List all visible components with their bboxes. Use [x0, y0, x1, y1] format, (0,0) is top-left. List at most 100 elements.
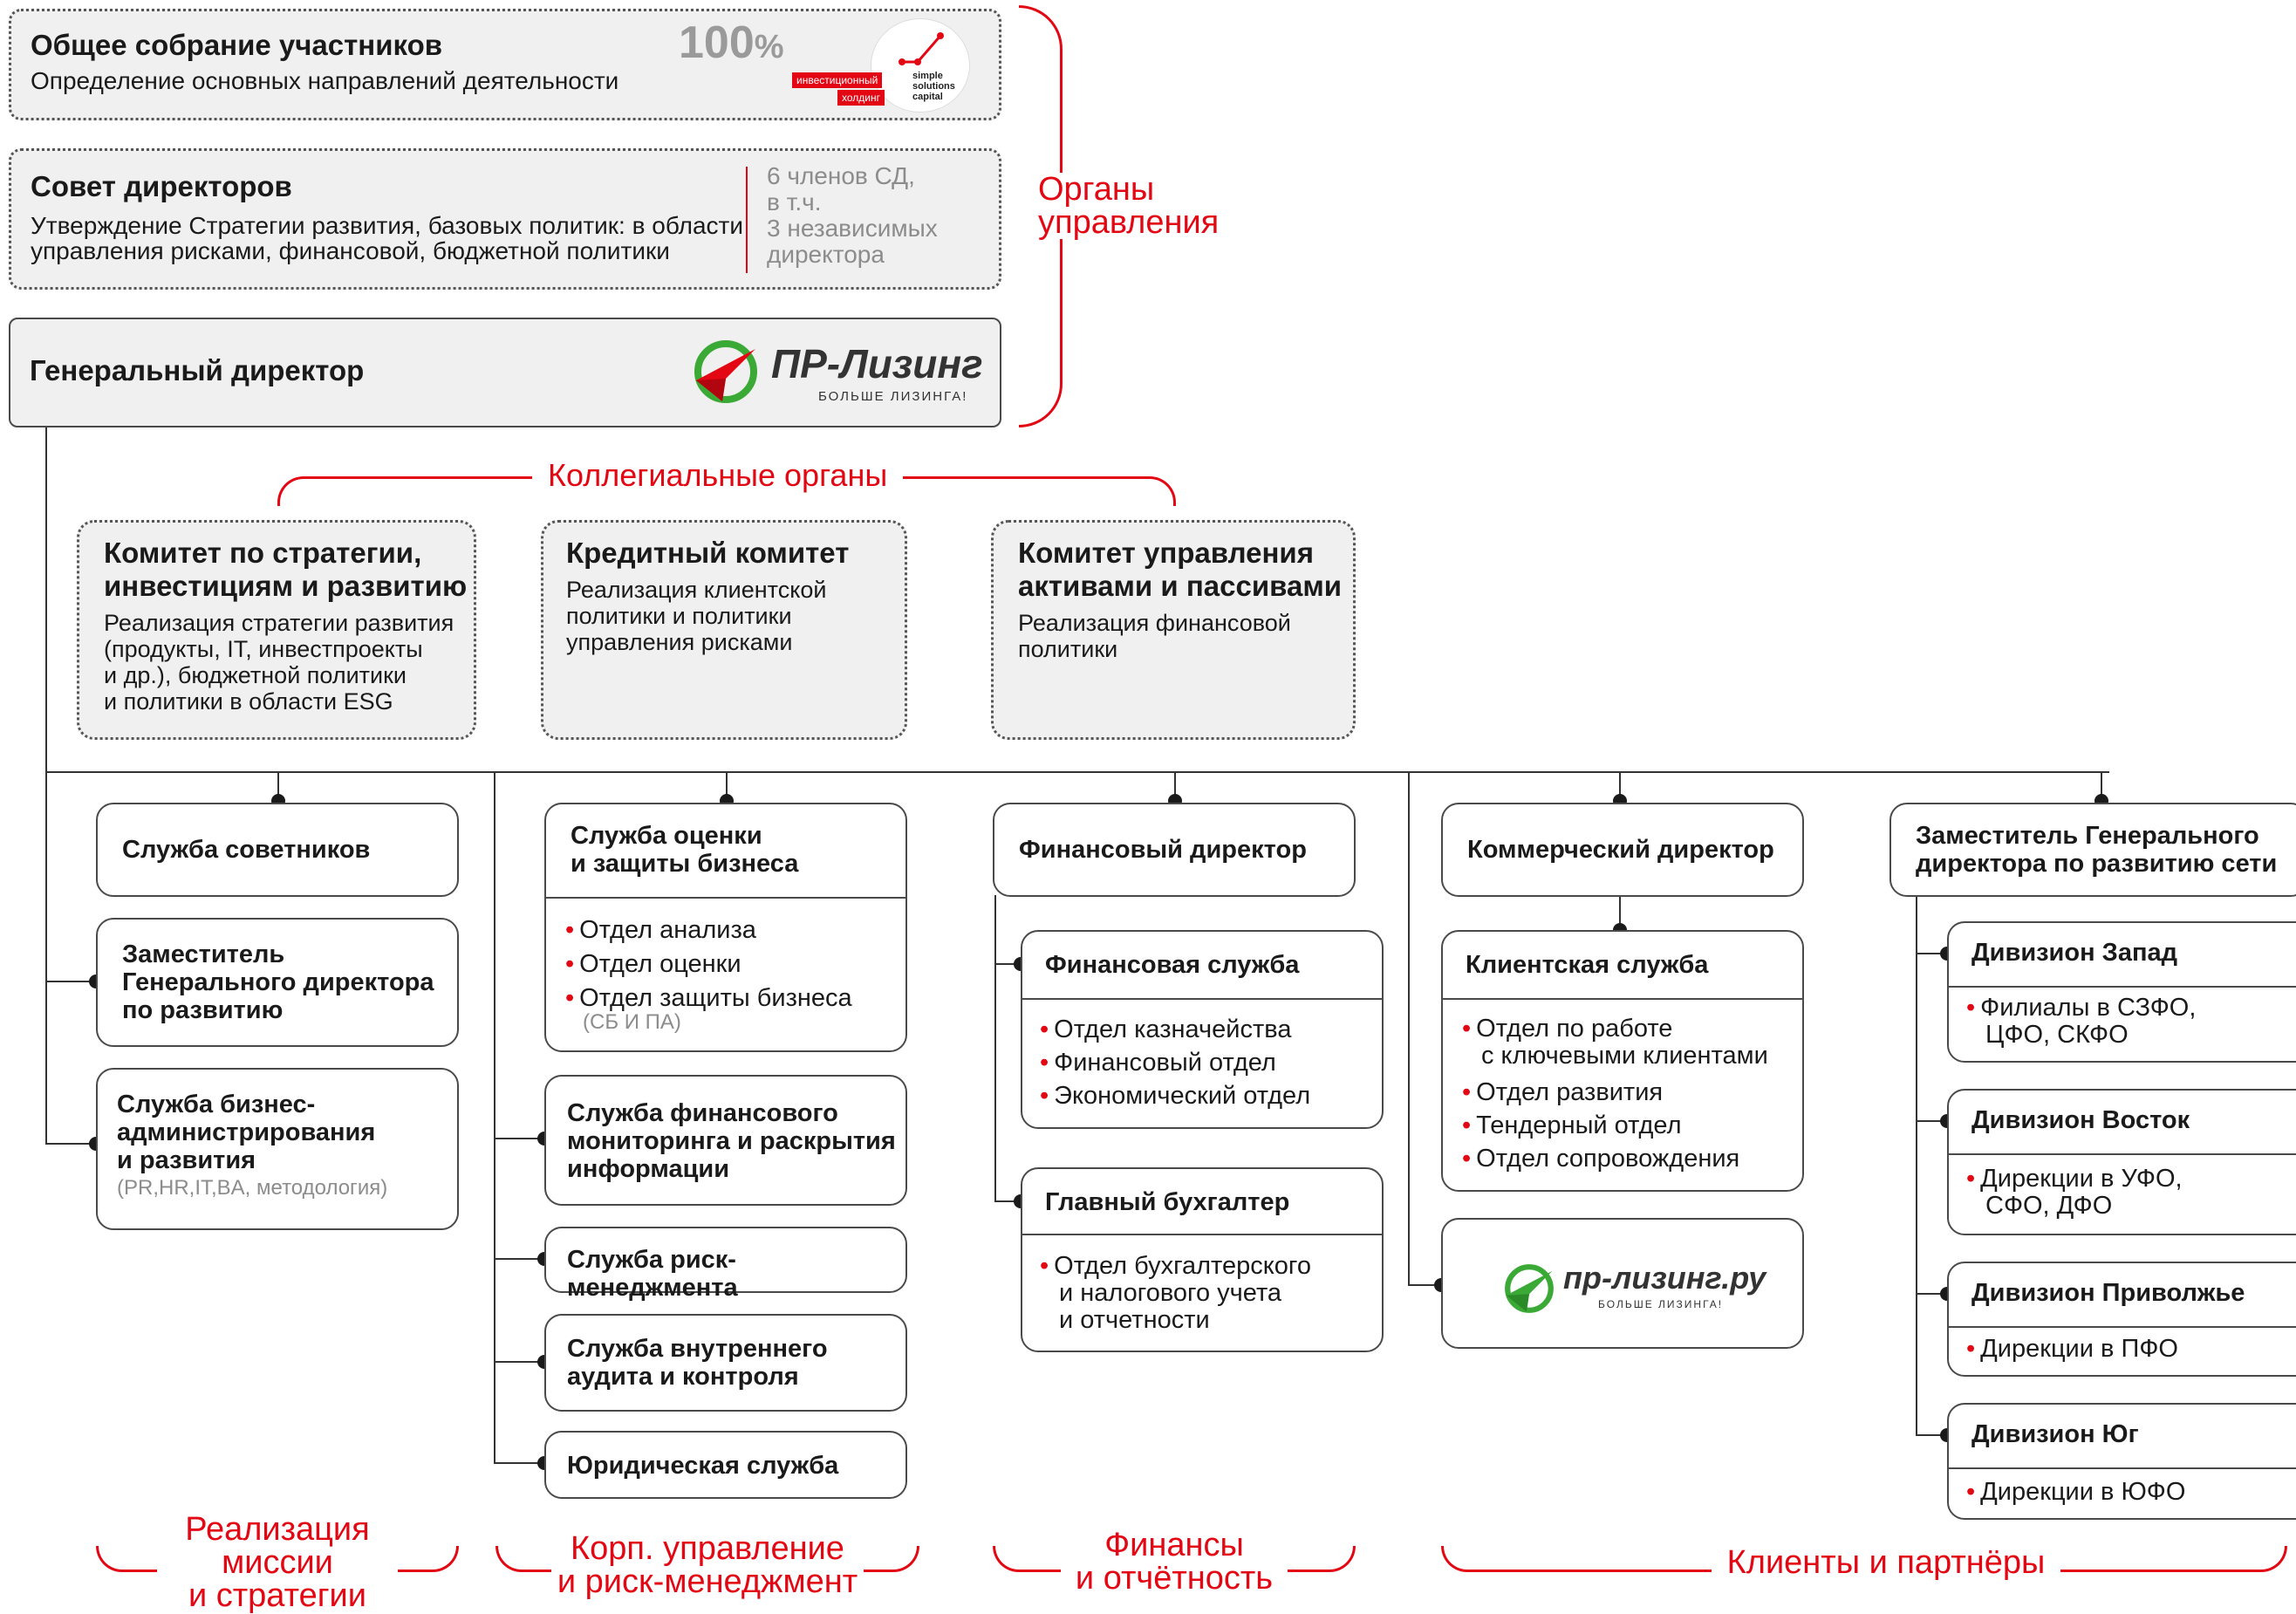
division-volga-item: •Дирекции в ПФО — [1966, 1335, 2178, 1363]
finance-item-finance: •Финансовый отдел — [1040, 1049, 1276, 1077]
board-note: 6 членов СД, в т.ч. 3 независимых директ… — [767, 162, 938, 268]
advisors-box: Служба советников — [96, 803, 459, 897]
chief-accountant-title: Главный бухгалтер — [1045, 1188, 1290, 1216]
deputy-development-box: Заместитель Генерального директора по ра… — [96, 918, 459, 1047]
ceo-trunk-line — [45, 427, 47, 1143]
board-desc-2: управления рисками, финансовой, бюджетно… — [31, 237, 670, 264]
finance-item-economic: •Экономический отдел — [1040, 1082, 1311, 1110]
division-south-item: •Дирекции в ЮФО — [1966, 1478, 2186, 1506]
governance-label: Органы управления — [1035, 173, 1223, 239]
division-south-box: Дивизион Юг •Дирекции в ЮФО — [1947, 1403, 2296, 1520]
division-east-title: Дивизион Восток — [1971, 1106, 2190, 1134]
col5-south-connector — [1916, 1434, 1947, 1436]
col3-accountant-connector — [994, 1200, 1021, 1202]
board-of-directors-box: Совет директоров Утверждение Стратегии р… — [9, 148, 1001, 290]
ceo-box: Генеральный директор ПР-Лизинг БОЛЬШЕ ЛИ… — [9, 318, 1001, 427]
finance-service-title: Финансовая служба — [1045, 951, 1300, 979]
finmon-title: Служба финансового мониторинга и раскрыт… — [567, 1099, 896, 1183]
ceo-title: Генеральный директор — [30, 354, 365, 386]
internal-audit-title: Служба внутреннего аудита и контроля — [567, 1335, 828, 1391]
chief-accountant-box: Главный бухгалтер •Отдел бухгалтерского … — [1021, 1167, 1384, 1352]
col5-east-connector — [1916, 1120, 1947, 1122]
chief-accountant-separator — [1022, 1234, 1382, 1235]
col5-drop — [2101, 771, 2102, 803]
legal-service-box: Юридическая служба — [544, 1431, 907, 1499]
security-item-analysis: •Отдел анализа — [565, 916, 756, 944]
corp-label: Корп. управление и риск-менеджмент — [551, 1532, 864, 1598]
col2-legal-connector — [494, 1462, 544, 1464]
deputy-development-title: Заместитель Генерального директора по ра… — [122, 940, 434, 1024]
col2-drop — [726, 771, 728, 803]
cfo-title: Финансовый директор — [1019, 836, 1307, 864]
division-east-separator — [1949, 1153, 2296, 1155]
col3-trunk — [994, 895, 996, 1200]
client-item-tender: •Тендерный отдел — [1462, 1111, 1682, 1139]
security-service-box: Служба оценки и защиты бизнеса •Отдел ан… — [544, 803, 907, 1052]
ssc-logo: инвестиционный холдинг simple solutions … — [792, 18, 984, 113]
col4-trunk — [1408, 771, 1410, 1284]
col5-volga-connector — [1916, 1293, 1947, 1295]
client-item-key: •Отдел по работе с ключевыми клиентами — [1462, 1015, 1768, 1070]
pr-leasing-logo-name: ПР-Лизинг — [771, 341, 983, 386]
shareholders-meeting-desc: Определение основных направлений деятель… — [31, 67, 619, 94]
credit-committee-title: Кредитный комитет — [566, 537, 850, 569]
division-volga-box: Дивизион Приволжье •Дирекции в ПФО — [1947, 1262, 2296, 1377]
col3-drop — [1174, 771, 1176, 803]
client-service-title: Клиентская служба — [1466, 951, 1709, 979]
shareholders-meeting-title: Общее собрание участников — [31, 29, 443, 61]
finance-label: Финансы и отчётность — [1061, 1529, 1288, 1595]
website-logo-icon — [1505, 1264, 1554, 1313]
collegial-label: Коллегиальные органы — [532, 459, 904, 492]
security-item-protection: •Отдел защиты бизнеса — [565, 984, 852, 1012]
col2-trunk — [494, 771, 495, 1462]
division-volga-separator — [1949, 1326, 2296, 1328]
legal-service-title: Юридическая служба — [567, 1452, 839, 1480]
division-west-item: •Филиалы в СЗФО, ЦФО, СКФО — [1966, 994, 2197, 1049]
website-logo-name: пр-лизинг.ру — [1563, 1260, 1766, 1296]
strategy-committee-title: Комитет по стратегии, инвестициям и разв… — [104, 537, 468, 602]
cfo-box: Финансовый директор — [993, 803, 1356, 897]
share-percent: 100% — [679, 17, 784, 68]
col5-west-connector — [1916, 953, 1947, 954]
col4-drop — [1619, 771, 1621, 803]
security-item-protection-sub: (СБ И ПА) — [583, 1010, 681, 1034]
ssc-tag: инвестиционный — [792, 72, 883, 88]
division-east-box: Дивизион Восток •Дирекции в УФО, СФО, ДФ… — [1947, 1089, 2296, 1235]
main-horizontal-line — [45, 771, 2109, 773]
col2-audit-connector — [494, 1361, 544, 1363]
bizadm-box: Служба бизнес- администрирования и разви… — [96, 1068, 459, 1230]
division-west-title: Дивизион Запад — [1971, 939, 2178, 967]
mission-label: Реализация миссии и стратегии — [157, 1513, 398, 1612]
col4-site-connector — [1408, 1284, 1441, 1286]
pr-leasing-logo-slogan: БОЛЬШЕ ЛИЗИНГА! — [818, 389, 968, 404]
board-title: Совет директоров — [31, 170, 292, 202]
security-service-title: Служба оценки и защиты бизнеса — [571, 822, 799, 878]
alco-committee-desc: Реализация финансовой политики — [1018, 610, 1291, 662]
website-box: пр-лизинг.ру БОЛЬШЕ ЛИЗИНГА! — [1441, 1218, 1804, 1349]
finance-service-box: Финансовая служба •Отдел казначейства •Ф… — [1021, 930, 1384, 1129]
website-logo: пр-лизинг.ру БОЛЬШЕ ЛИЗИНГА! — [1502, 1258, 1766, 1319]
pr-leasing-logo: ПР-Лизинг БОЛЬШЕ ЛИЗИНГА! — [691, 337, 987, 415]
advisors-title: Служба советников — [122, 836, 371, 864]
col5-trunk — [1916, 897, 1917, 1295]
website-logo-slogan: БОЛЬШЕ ЛИЗИНГА! — [1598, 1298, 1724, 1310]
board-desc-1: Утверждение Стратегии развития, базовых … — [31, 212, 743, 239]
col1-bizadm-connector — [45, 1143, 96, 1145]
client-item-support: •Отдел сопровождения — [1462, 1145, 1740, 1173]
bizadm-title: Служба бизнес- администрирования и разви… — [117, 1091, 376, 1174]
security-service-separator — [546, 897, 905, 899]
division-south-separator — [1949, 1467, 2296, 1469]
ssc-chart-icon — [899, 32, 944, 65]
accountant-item: •Отдел бухгалтерского и налогового учета… — [1040, 1252, 1311, 1334]
ssc-name: simple solutions capital — [912, 71, 955, 102]
board-note-divider — [746, 167, 748, 273]
shareholders-meeting-box: Общее собрание участников Определение ос… — [9, 9, 1001, 120]
col2-risk-connector — [494, 1258, 544, 1260]
col4-client-connector — [1619, 897, 1621, 930]
alco-committee-box: Комитет управления активами и пассивами … — [991, 520, 1356, 740]
col2-finmon-connector — [494, 1138, 544, 1139]
pr-leasing-logo-icon — [694, 340, 757, 403]
division-east-item: •Дирекции в УФО, СФО, ДФО — [1966, 1165, 2183, 1220]
risk-management-title: Служба риск-менеджмента — [567, 1246, 738, 1302]
internal-audit-box: Служба внутреннего аудита и контроля — [544, 1314, 907, 1412]
